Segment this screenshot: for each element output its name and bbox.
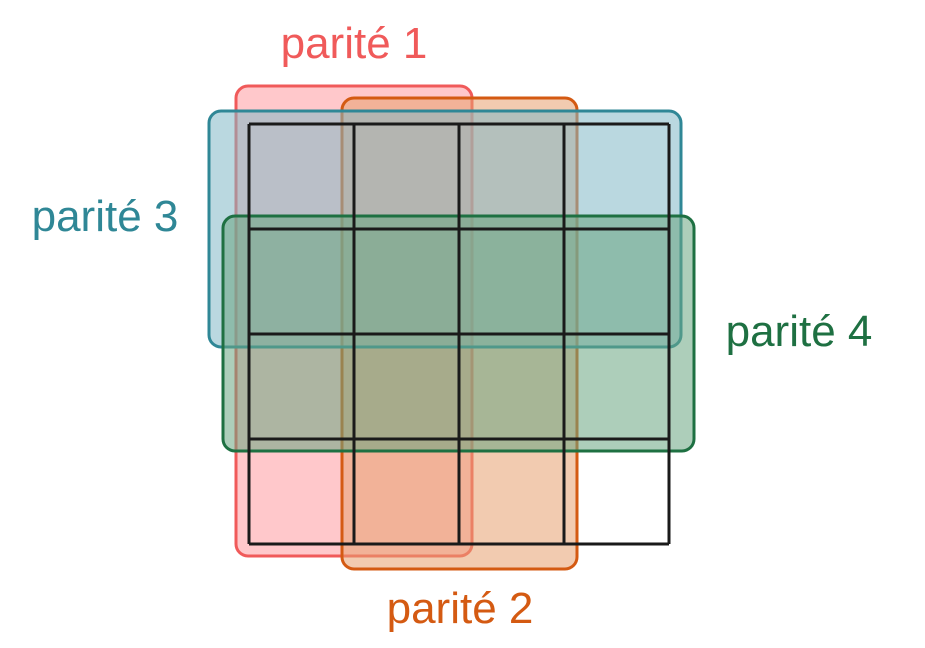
- bit-grid: [247, 122, 671, 546]
- parity-4-label: parité 4: [726, 307, 873, 356]
- parity-3-label: parité 3: [32, 192, 179, 241]
- parity-2-label: parité 2: [387, 584, 534, 633]
- parity-1-label: parité 1: [281, 19, 428, 68]
